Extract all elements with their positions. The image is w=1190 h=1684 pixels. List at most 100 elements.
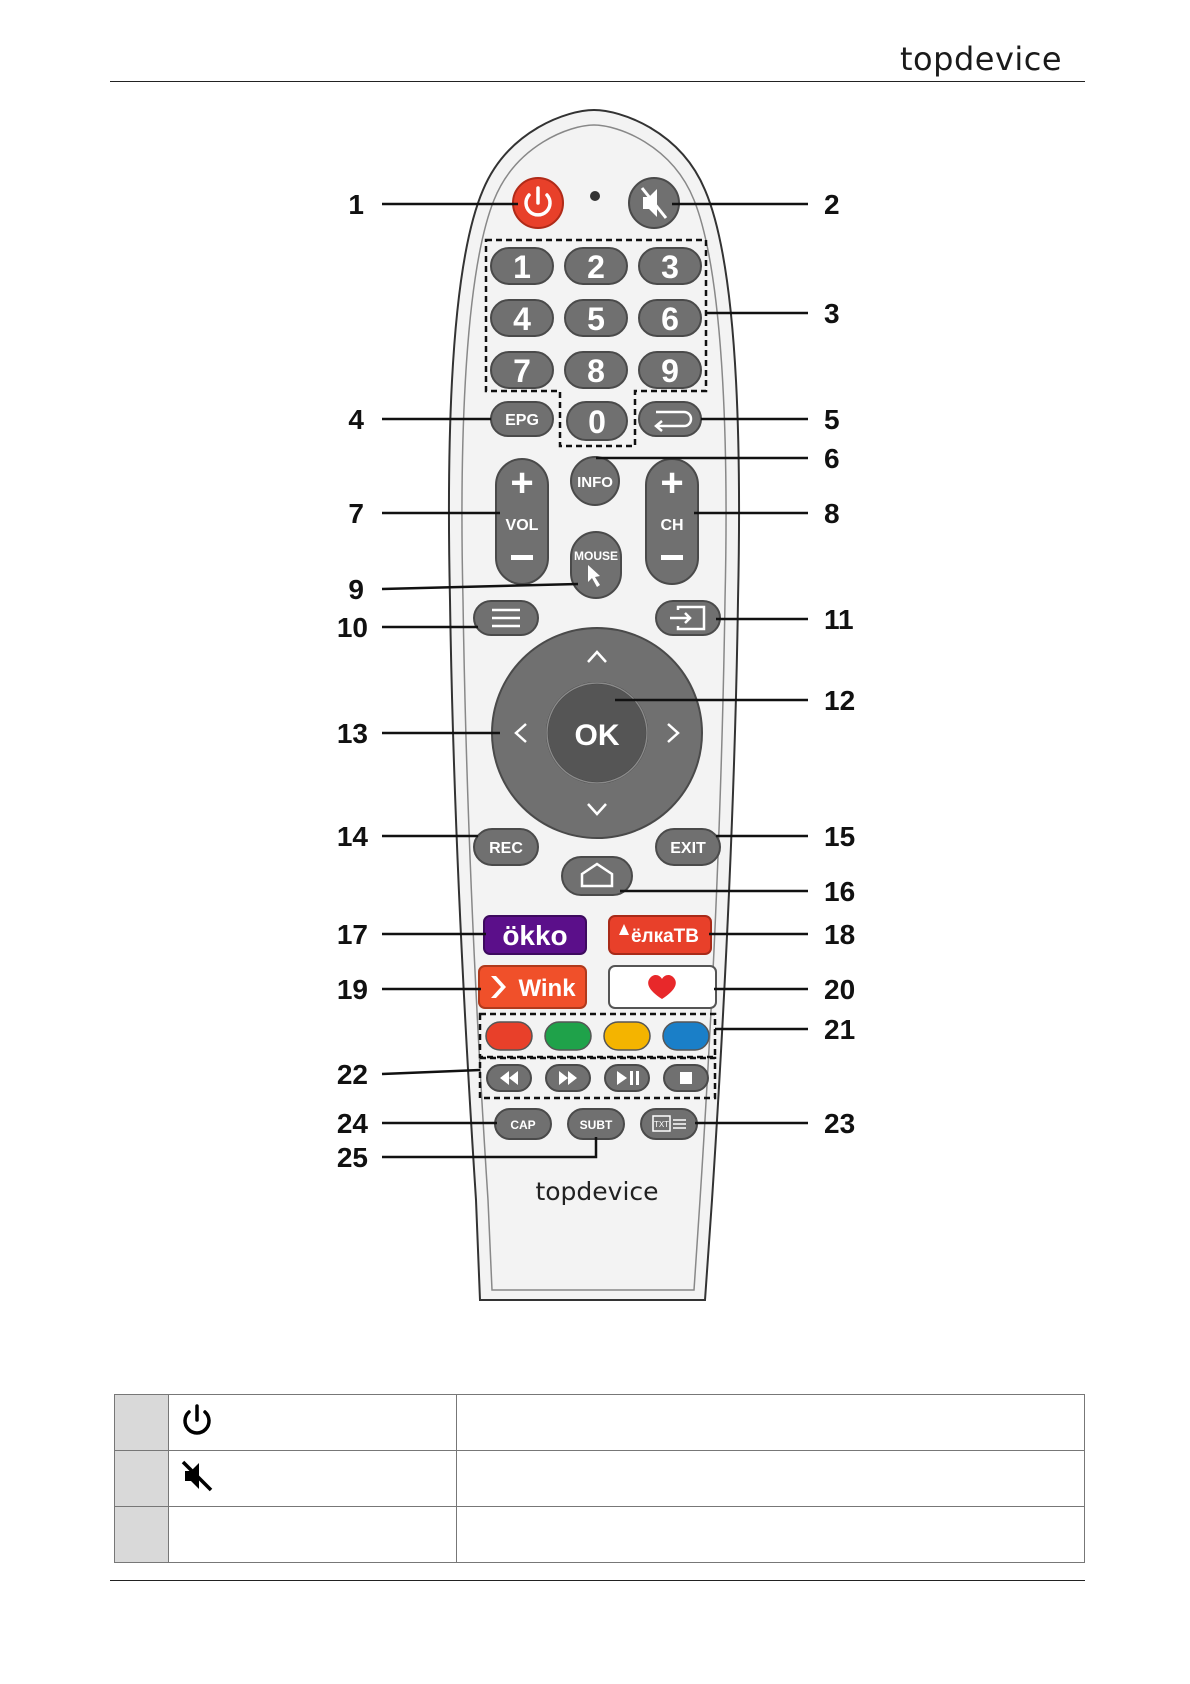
icon-cell — [168, 1394, 457, 1451]
stop-icon — [680, 1072, 692, 1084]
power-icon — [183, 1404, 211, 1435]
number-pad-outline — [484, 238, 708, 448]
volume-rocker: + VOL — [495, 458, 549, 585]
callout-12: 12 — [824, 685, 855, 716]
callout-25: 25 — [337, 1142, 368, 1173]
svg-text:7: 7 — [513, 353, 531, 389]
txt-button: TXT — [640, 1108, 698, 1140]
remote-diagram: .btn { fill:#707070; stroke:#4a4a4a; str… — [337, 108, 855, 1301]
callout-17: 17 — [337, 919, 368, 950]
svg-text:EXIT: EXIT — [670, 840, 706, 857]
remote-body-inner — [461, 124, 727, 1291]
down-arrow-icon — [587, 803, 607, 816]
callout-22: 22 — [337, 1059, 368, 1090]
fast-forward-button — [545, 1064, 591, 1092]
description-cell — [456, 1506, 1085, 1563]
digit-6: 6 — [638, 299, 702, 337]
digit-8: 8 — [564, 351, 628, 389]
play-pause-icon — [617, 1071, 627, 1085]
svg-text:MOUSE: MOUSE — [574, 549, 618, 563]
callout-19: 19 — [337, 974, 368, 1005]
play-pause-button — [604, 1064, 650, 1092]
elkatv-button: ёлкаТВ — [608, 915, 712, 955]
svg-text:5: 5 — [587, 301, 605, 337]
mouse-button: MOUSE — [570, 531, 622, 599]
row-number-cell — [114, 1394, 169, 1451]
svg-text:VOL: VOL — [506, 517, 539, 534]
home-icon — [580, 862, 614, 888]
footer-rule — [110, 1580, 1085, 1581]
row-number-cell — [114, 1506, 169, 1563]
mute-icon — [640, 187, 668, 219]
digit-9: 9 — [638, 351, 702, 389]
wink-button: Wink — [478, 965, 587, 1009]
svg-text:3: 3 — [661, 249, 679, 285]
svg-text:CH: CH — [660, 517, 683, 534]
menu-icon — [492, 608, 520, 628]
home-button — [561, 856, 633, 896]
svg-text:SUBT: SUBT — [580, 1118, 613, 1132]
fast-forward-icon — [559, 1071, 577, 1085]
icon-cell — [168, 1506, 457, 1563]
svg-text:OK: OK — [575, 719, 620, 752]
callout-9: 9 — [348, 574, 364, 605]
svg-text:CAP: CAP — [510, 1118, 535, 1132]
cone-icon — [619, 924, 629, 935]
exit-button: EXIT — [655, 828, 721, 866]
legend-table — [114, 1394, 1085, 1563]
svg-text:ökko: ökko — [502, 920, 567, 951]
teletext-icon: TXT — [652, 1115, 686, 1132]
number-pad: 1 2 3 4 5 6 7 8 9 0 — [490, 247, 702, 441]
callout-2: 2 — [824, 189, 840, 220]
media-keys — [486, 1064, 709, 1092]
description-cell — [456, 1394, 1085, 1451]
leader-lines — [381, 202, 808, 1159]
svg-text:1: 1 — [513, 249, 531, 285]
recall-icon — [654, 410, 693, 432]
digit-5: 5 — [564, 299, 628, 337]
digit-7: 7 — [490, 351, 554, 389]
header-logo: topdevice — [900, 40, 1063, 78]
svg-text:+: + — [510, 461, 533, 505]
digit-0: 0 — [566, 401, 628, 441]
color-keys — [485, 1021, 710, 1051]
svg-text:8: 8 — [587, 353, 605, 389]
svg-text:INFO: INFO — [577, 474, 613, 491]
svg-text:4: 4 — [513, 301, 531, 337]
epg-button: EPG — [490, 401, 554, 437]
svg-text:Wink: Wink — [518, 975, 576, 1002]
info-button: INFO — [570, 456, 620, 506]
svg-text:2: 2 — [587, 249, 605, 285]
subt-button: SUBT — [567, 1108, 625, 1140]
remote-logo: topdevice — [535, 1177, 658, 1206]
blue-key — [662, 1021, 710, 1051]
input-button — [655, 600, 721, 636]
okko-button: ökko — [483, 915, 587, 955]
menu-button — [473, 600, 539, 636]
svg-text:0: 0 — [588, 404, 606, 440]
callout-6: 6 — [824, 443, 840, 474]
heart-icon — [648, 975, 676, 999]
callout-4: 4 — [348, 404, 364, 435]
stop-button — [663, 1064, 709, 1092]
callout-14: 14 — [337, 821, 369, 852]
rewind-button — [486, 1064, 532, 1092]
callout-8: 8 — [824, 498, 840, 529]
table-row — [114, 1394, 1085, 1451]
callout-numbers: 1 2 3 4 5 6 7 8 9 10 11 12 13 14 15 16 1… — [337, 189, 855, 1173]
callout-18: 18 — [824, 919, 855, 950]
yellow-key — [603, 1021, 651, 1051]
rec-button: REC — [473, 828, 539, 866]
green-key — [544, 1021, 592, 1051]
navigation-ring: OK — [491, 627, 703, 839]
callout-20: 20 — [824, 974, 855, 1005]
cap-button: CAP — [494, 1108, 552, 1140]
wink-arrow-icon — [491, 976, 506, 998]
description-cell — [456, 1450, 1085, 1507]
channel-rocker: + CH — [645, 458, 699, 585]
red-key — [485, 1021, 533, 1051]
svg-text:TXT: TXT — [654, 1120, 669, 1129]
callout-7: 7 — [348, 498, 364, 529]
svg-text:6: 6 — [661, 301, 679, 337]
callout-23: 23 — [824, 1108, 855, 1139]
